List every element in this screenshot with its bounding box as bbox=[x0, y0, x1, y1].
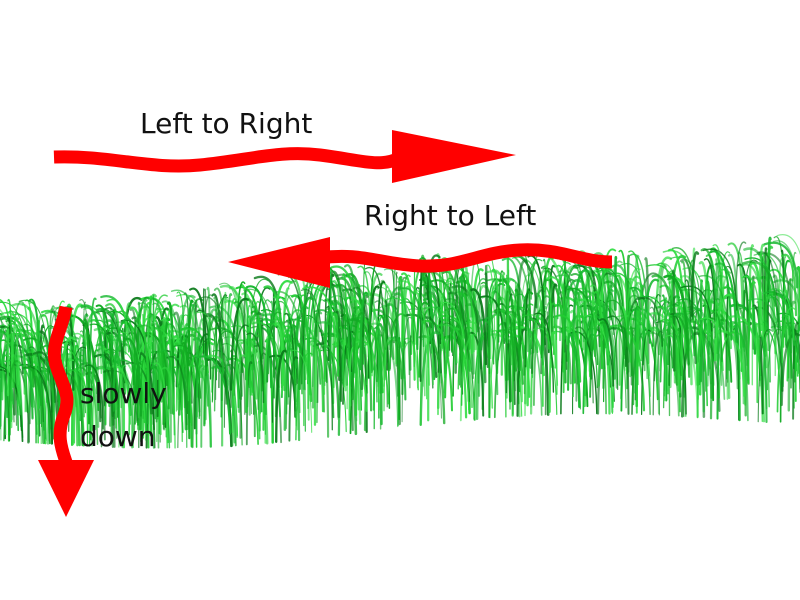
label-slowly: slowly bbox=[80, 377, 167, 410]
arrow-left-to-right bbox=[53, 130, 516, 183]
arrow-right-to-left bbox=[228, 237, 613, 288]
label-left-to-right: Left to Right bbox=[140, 107, 313, 140]
label-right-to-left: Right to Left bbox=[364, 199, 537, 232]
label-down: down bbox=[80, 420, 156, 453]
arrow-slowly-down bbox=[38, 305, 94, 517]
